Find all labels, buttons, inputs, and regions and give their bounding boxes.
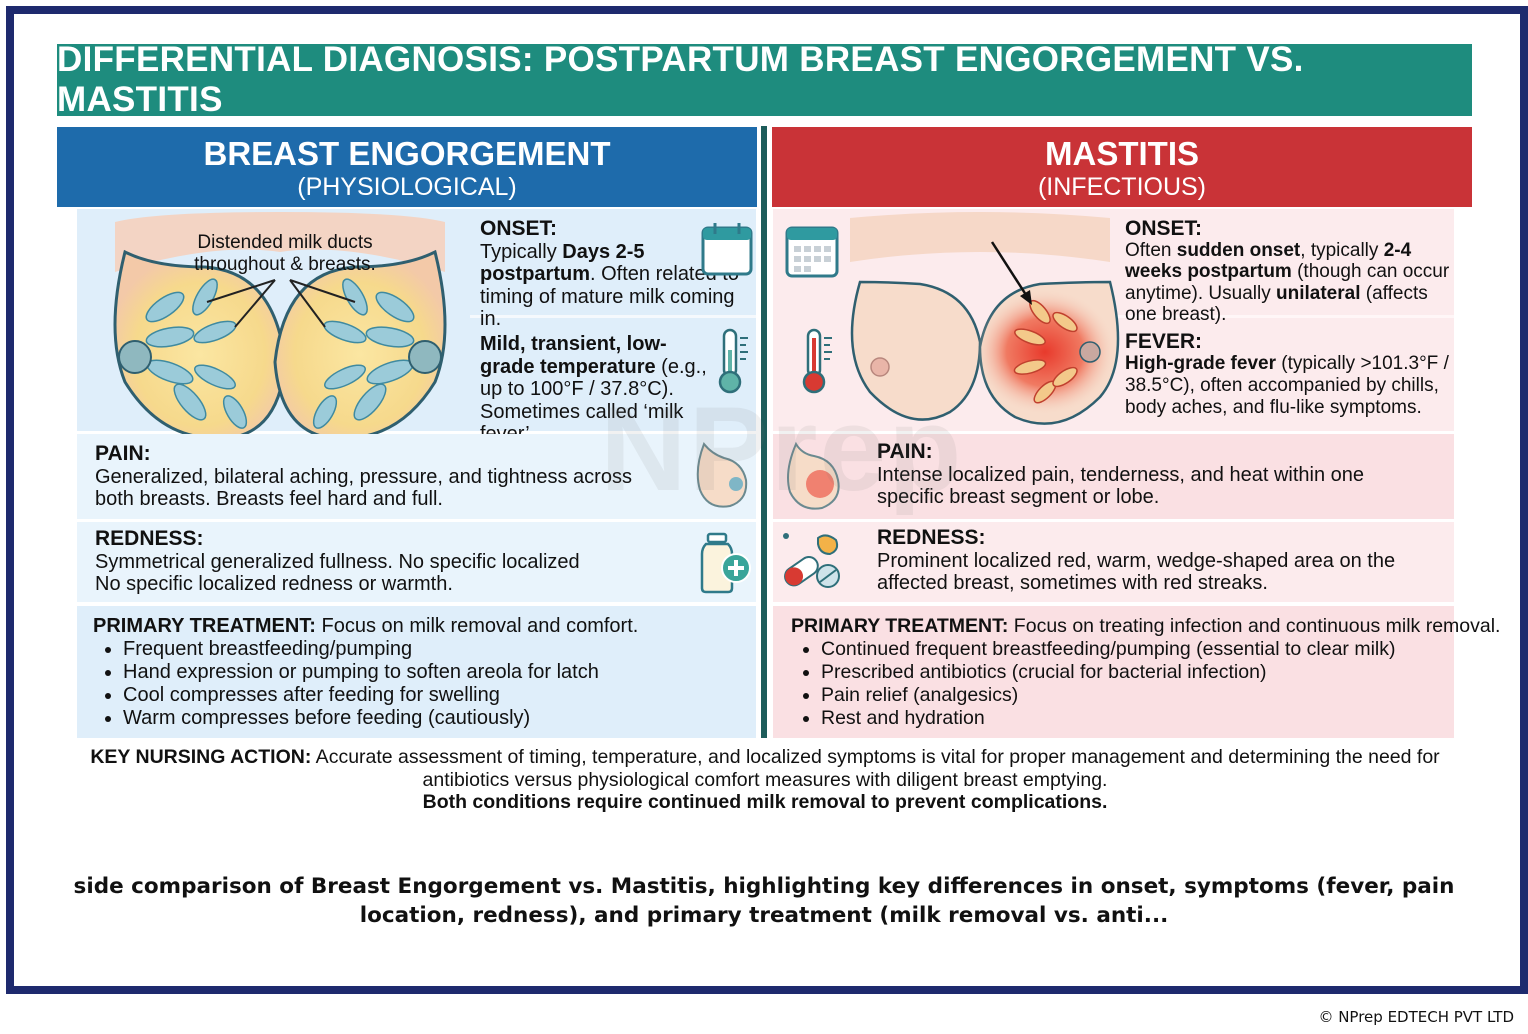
engorgement-header: BREAST ENGORGEMENT (PHYSIOLOGICAL) [57, 127, 757, 207]
redness-label: REDNESS: [95, 527, 204, 550]
onset-text-bold-3: unilateral [1276, 282, 1361, 304]
onset-label: ONSET: [1125, 217, 1203, 240]
redness-label: REDNESS: [877, 526, 986, 549]
onset-text-4: (affects one breast). [1125, 282, 1428, 326]
engorgement-fever: Mild, transient, low-grade temperature (… [480, 333, 714, 446]
watermark: NPrep [600, 382, 964, 516]
mastitis-fever: FEVER: High-grade fever (typically >101.… [1125, 331, 1455, 419]
list-item: Continued frequent breastfeeding/pumping… [821, 638, 1454, 661]
treatment-intro: PRIMARY TREATMENT: Focus on milk removal… [93, 615, 740, 638]
illustration-label-line-2: throughout & breasts. [194, 254, 376, 275]
breast-side-icon [696, 442, 748, 508]
pain-text: Intense localized pain, tenderness, and … [877, 463, 1365, 509]
list-item: Frequent breastfeeding/pumping [123, 638, 740, 661]
copyright: © NPrep EDTECH PVT LTD [1318, 1008, 1514, 1026]
list-item: Warm compresses before feeding (cautious… [123, 707, 740, 730]
mastitis-row-separator [1112, 315, 1454, 318]
mastitis-treatment: PRIMARY TREATMENT: Focus on treating inf… [773, 606, 1500, 738]
calendar-icon [785, 226, 839, 278]
key-nursing-action: KEY NURSING ACTION: Accurate assessment … [80, 746, 1450, 814]
illustration-label: Distended milk ducts throughout & breast… [175, 232, 395, 276]
engorgement-treatment: PRIMARY TREATMENT: Focus on milk removal… [77, 606, 756, 738]
key-action-bold-line: Both conditions require continued milk r… [422, 791, 1108, 813]
thermometer-icon [718, 328, 748, 394]
pain-text: Generalized, bilateral aching, pressure,… [95, 465, 632, 511]
redness-line-2: No specific localized redness or warmth. [95, 573, 453, 595]
treatment-intro: PRIMARY TREATMENT: Focus on treating inf… [791, 615, 1500, 638]
milk-bottle-icon [700, 532, 751, 594]
calendar-icon [701, 223, 753, 276]
pain-label: PAIN: [877, 440, 933, 463]
onset-text-2: . Often related to timing of mature milk… [480, 263, 739, 330]
pain-label: PAIN: [95, 442, 151, 465]
treatment-label: PRIMARY TREATMENT: [93, 615, 316, 637]
list-item: Hand expression or pumping to soften are… [123, 661, 740, 684]
treatment-label: PRIMARY TREATMENT: [791, 615, 1009, 637]
thermometer-icon [802, 328, 832, 394]
onset-text-bold: Days 2-5 postpartum [480, 240, 645, 286]
illustration-label-line-1: Distended milk ducts [197, 232, 373, 253]
treatment-intro-text: Focus on treating infection and continuo… [1008, 615, 1501, 637]
image-caption: side comparison of Breast Engorgement vs… [73, 874, 1455, 928]
onset-text-1: Often [1125, 239, 1177, 261]
engorgement-redness: REDNESS: Symmetrical generalized fullnes… [77, 522, 756, 602]
list-item: Pain relief (analgesics) [821, 684, 1454, 707]
mastitis-header: MASTITIS (INFECTIOUS) [772, 127, 1472, 207]
engorged-breasts-illustration [113, 212, 447, 440]
onset-text-bold-1: sudden onset [1176, 239, 1301, 261]
treatment-list: Frequent breastfeeding/pumping Hand expr… [93, 638, 740, 730]
redness-text: Prominent localized red, warm, wedge-sha… [877, 549, 1396, 595]
engorgement-onset: ONSET: Typically Days 2-5 postpartum. Of… [480, 217, 750, 331]
fever-label: FEVER: [1125, 330, 1203, 353]
onset-text-bold-2: 2-4 weeks postpartum [1125, 239, 1412, 283]
inflamed-breast-icon [787, 441, 840, 510]
engorgement-pain: PAIN: Generalized, bilateral aching, pre… [77, 434, 756, 519]
mastitis-redness: REDNESS: Prominent localized red, warm, … [773, 522, 1454, 602]
redness-line-1: Symmetrical generalized fullness. No spe… [95, 550, 580, 573]
key-action-body: Accurate assessment of timing, temperatu… [311, 746, 1440, 791]
fever-text-rest: (typically >101.3°F / 38.5°C), often acc… [1125, 353, 1449, 418]
mastitis-breast-illustration [850, 212, 1120, 425]
treatment-intro-text: Focus on milk removal and comfort. [315, 615, 639, 637]
mastitis-pain: PAIN: Intense localized pain, tenderness… [773, 434, 1454, 519]
list-item: Rest and hydration [821, 707, 1454, 730]
fever-text-bold: Mild, transient, low-grade temperature [480, 333, 667, 378]
mastitis-onset: ONSET: Often sudden onset, typically 2-4… [1125, 218, 1455, 326]
fever-text: High-grade fever (typically >101.3°F / 3… [1125, 353, 1455, 419]
main-title: DIFFERENTIAL DIAGNOSIS: POSTPARTUM BREAS… [57, 40, 1472, 119]
list-item: Cool compresses after feeding for swelli… [123, 684, 740, 707]
list-item: Prescribed antibiotics (crucial for bact… [821, 661, 1454, 684]
key-action-text: KEY NURSING ACTION: Accurate assessment … [80, 746, 1450, 791]
treatment-list: Continued frequent breastfeeding/pumping… [791, 638, 1454, 730]
key-action-label: KEY NURSING ACTION: [90, 746, 312, 768]
mastitis-subheading: (INFECTIOUS) [1037, 173, 1207, 201]
engorgement-subheading: (PHYSIOLOGICAL) [297, 173, 517, 201]
onset-text-1: Typically [480, 240, 563, 263]
fever-text-bold: High-grade fever [1125, 353, 1276, 374]
engorgement-row-separator [470, 315, 756, 318]
onset-text-2: , typically [1300, 239, 1384, 261]
column-divider [761, 126, 767, 738]
onset-label: ONSET: [480, 217, 558, 240]
onset-text: Typically Days 2-5 postpartum. Often rel… [480, 241, 750, 331]
engorgement-heading: BREAST ENGORGEMENT [203, 135, 611, 172]
mastitis-heading: MASTITIS [1045, 135, 1199, 172]
onset-text-3: (though can occur anytime). Usually [1125, 261, 1450, 304]
onset-text: Often sudden onset, typically 2-4 weeks … [1125, 240, 1455, 326]
pills-icon [783, 533, 840, 588]
